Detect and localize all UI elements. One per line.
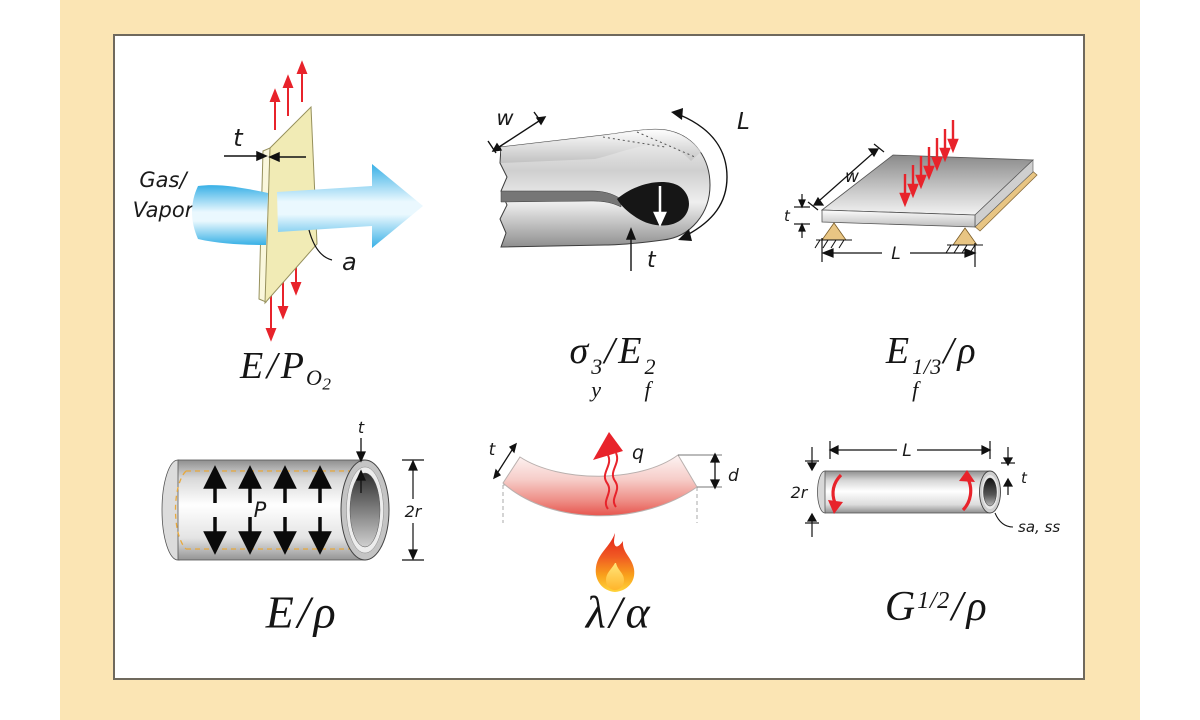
gas-flow-band-left: [192, 185, 268, 245]
w-dimension: [487, 111, 547, 154]
right-support-hatch: [945, 244, 983, 254]
diagram-gas-membrane: t Gas/ Vapor a: [133, 60, 423, 342]
formula-torsion-tube: G1/2/ρ: [884, 584, 988, 630]
label-2r: 2r: [405, 502, 423, 521]
hinge-slot: [500, 190, 622, 208]
tube-bore: [983, 477, 997, 507]
diagram-stiff-panel: w t L: [784, 120, 1038, 267]
opening-arrow: [653, 186, 667, 228]
hinge-opening: [617, 182, 689, 226]
label-d: d: [728, 466, 739, 486]
w-dimension: [807, 143, 885, 211]
label-gas: Gas/: [139, 168, 188, 192]
formula-pressure-vessel: E/ρ: [265, 586, 337, 638]
cylinder-bore: [349, 472, 381, 548]
label-q: q: [632, 442, 644, 464]
formula-gas-membrane: E/PO2: [239, 345, 332, 393]
gas-flow-arrow-right: [277, 164, 423, 248]
left-support: [821, 222, 847, 241]
load-arrows: [899, 120, 959, 208]
label-sa-ss: sa, ss: [1018, 518, 1060, 536]
left-support-hatch: [814, 239, 852, 249]
curved-hot-plate: [502, 454, 698, 517]
red-flux-arrows-top: [269, 60, 308, 130]
leader-line-a: [308, 229, 333, 261]
label-w: w: [845, 167, 859, 187]
fold-dotted-lines: [602, 131, 696, 158]
bend-arc-arrow: [671, 108, 728, 241]
label-w: w: [496, 106, 514, 130]
L-dimension: [821, 238, 977, 267]
label-a: a: [342, 248, 357, 276]
flame-icon: [595, 533, 635, 592]
label-vapor: Vapor: [133, 198, 195, 222]
label-t: t: [1021, 469, 1028, 487]
torsion-arrows: [828, 470, 975, 514]
L-dimension: [828, 441, 992, 459]
d-dimension: [709, 452, 721, 490]
formula-thermal-plate: λ/α: [585, 586, 651, 638]
flame-outer: [595, 533, 635, 592]
label-t: t: [358, 418, 365, 437]
leader-line-sa-ss: [994, 512, 1014, 528]
t-dimension: [794, 194, 810, 238]
right-support: [952, 227, 978, 246]
thickness-dimension: [224, 150, 306, 163]
label-t: t: [784, 207, 791, 225]
diagram-elastic-hinge: w L t: [487, 106, 750, 273]
label-L: L: [891, 244, 900, 264]
t-dimension: [625, 227, 637, 271]
t-dimension: [1001, 447, 1015, 495]
cylinder-body: [177, 459, 366, 561]
plate-front-face: [821, 209, 976, 228]
diagram-pressure-vessel: P t 2r: [161, 418, 424, 561]
label-t: t: [233, 124, 244, 152]
pressure-arrows: [203, 465, 332, 555]
t-dimension: [493, 442, 517, 480]
label-L: L: [902, 441, 911, 461]
label-P: P: [254, 498, 267, 522]
label-t: t: [489, 440, 497, 460]
diameter-dimension: [402, 459, 424, 561]
diagram-thermal-plate: q t d: [489, 432, 739, 592]
diagram-torsion-tube: L 2r t sa, ss: [791, 441, 1060, 537]
flame-inner: [606, 563, 624, 590]
label-2r: 2r: [791, 483, 809, 502]
heat-flux-arrow: [593, 432, 623, 510]
radius-dimension: [805, 447, 819, 537]
label-L: L: [737, 109, 750, 135]
t-dimension: [355, 438, 367, 493]
label-t: t: [647, 248, 657, 273]
